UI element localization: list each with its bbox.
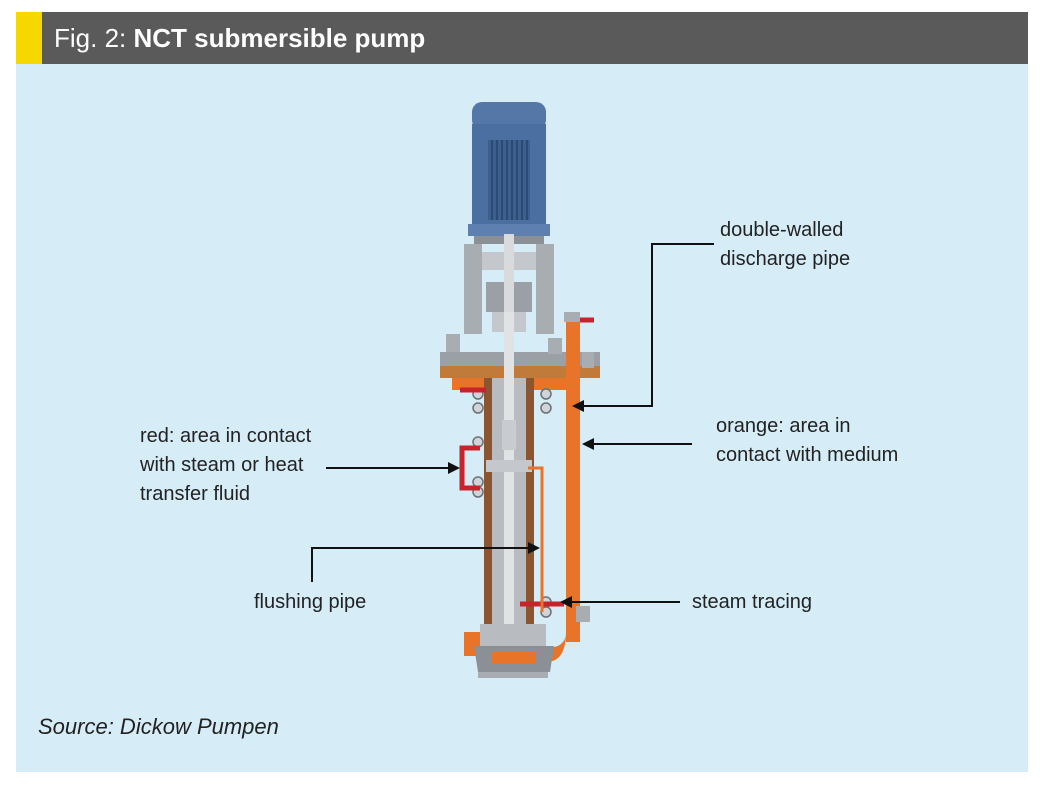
arrowheads [448, 400, 594, 608]
discharge-pipe [542, 312, 594, 662]
source-credit: Source: Dickow Pumpen [38, 714, 279, 739]
figure-header: Fig. 2: NCT submersible pump [16, 12, 1028, 64]
motor-bracket [464, 234, 554, 354]
label-flushing-pipe: flushing pipe [254, 591, 367, 613]
figure-name: NCT submersible pump [133, 23, 426, 53]
flushing-pipe-line [528, 466, 544, 612]
label-line: discharge pipe [720, 248, 851, 270]
header-accent-bar [16, 12, 42, 64]
label-orange-area: orange: area in contact with medium [716, 412, 898, 470]
pump-casing [464, 624, 554, 678]
pump-diagram [311, 102, 714, 678]
label-line: transfer fluid [140, 483, 251, 505]
figure-title: Fig. 2: NCT submersible pump [54, 23, 425, 54]
pump-column [484, 312, 534, 642]
leader-lines [311, 243, 714, 603]
label-line: orange: area in [716, 415, 851, 437]
figure-panel: Fig. 2: NCT submersible pump [16, 12, 1028, 772]
label-line: with steam or heat [140, 454, 304, 476]
label-steam-tracing: steam tracing [692, 591, 813, 613]
label-line: contact with medium [716, 444, 899, 466]
label-line: red: area in contact [140, 425, 312, 447]
label-line: double-walled [720, 219, 844, 241]
mounting-plate [440, 334, 600, 390]
figure-number: Fig. 2: [54, 23, 134, 53]
label-red-area: red: area in contact with steam or heat … [140, 422, 311, 509]
motor [468, 102, 550, 236]
label-double-walled-discharge-pipe: double-walled discharge pipe [720, 216, 850, 274]
